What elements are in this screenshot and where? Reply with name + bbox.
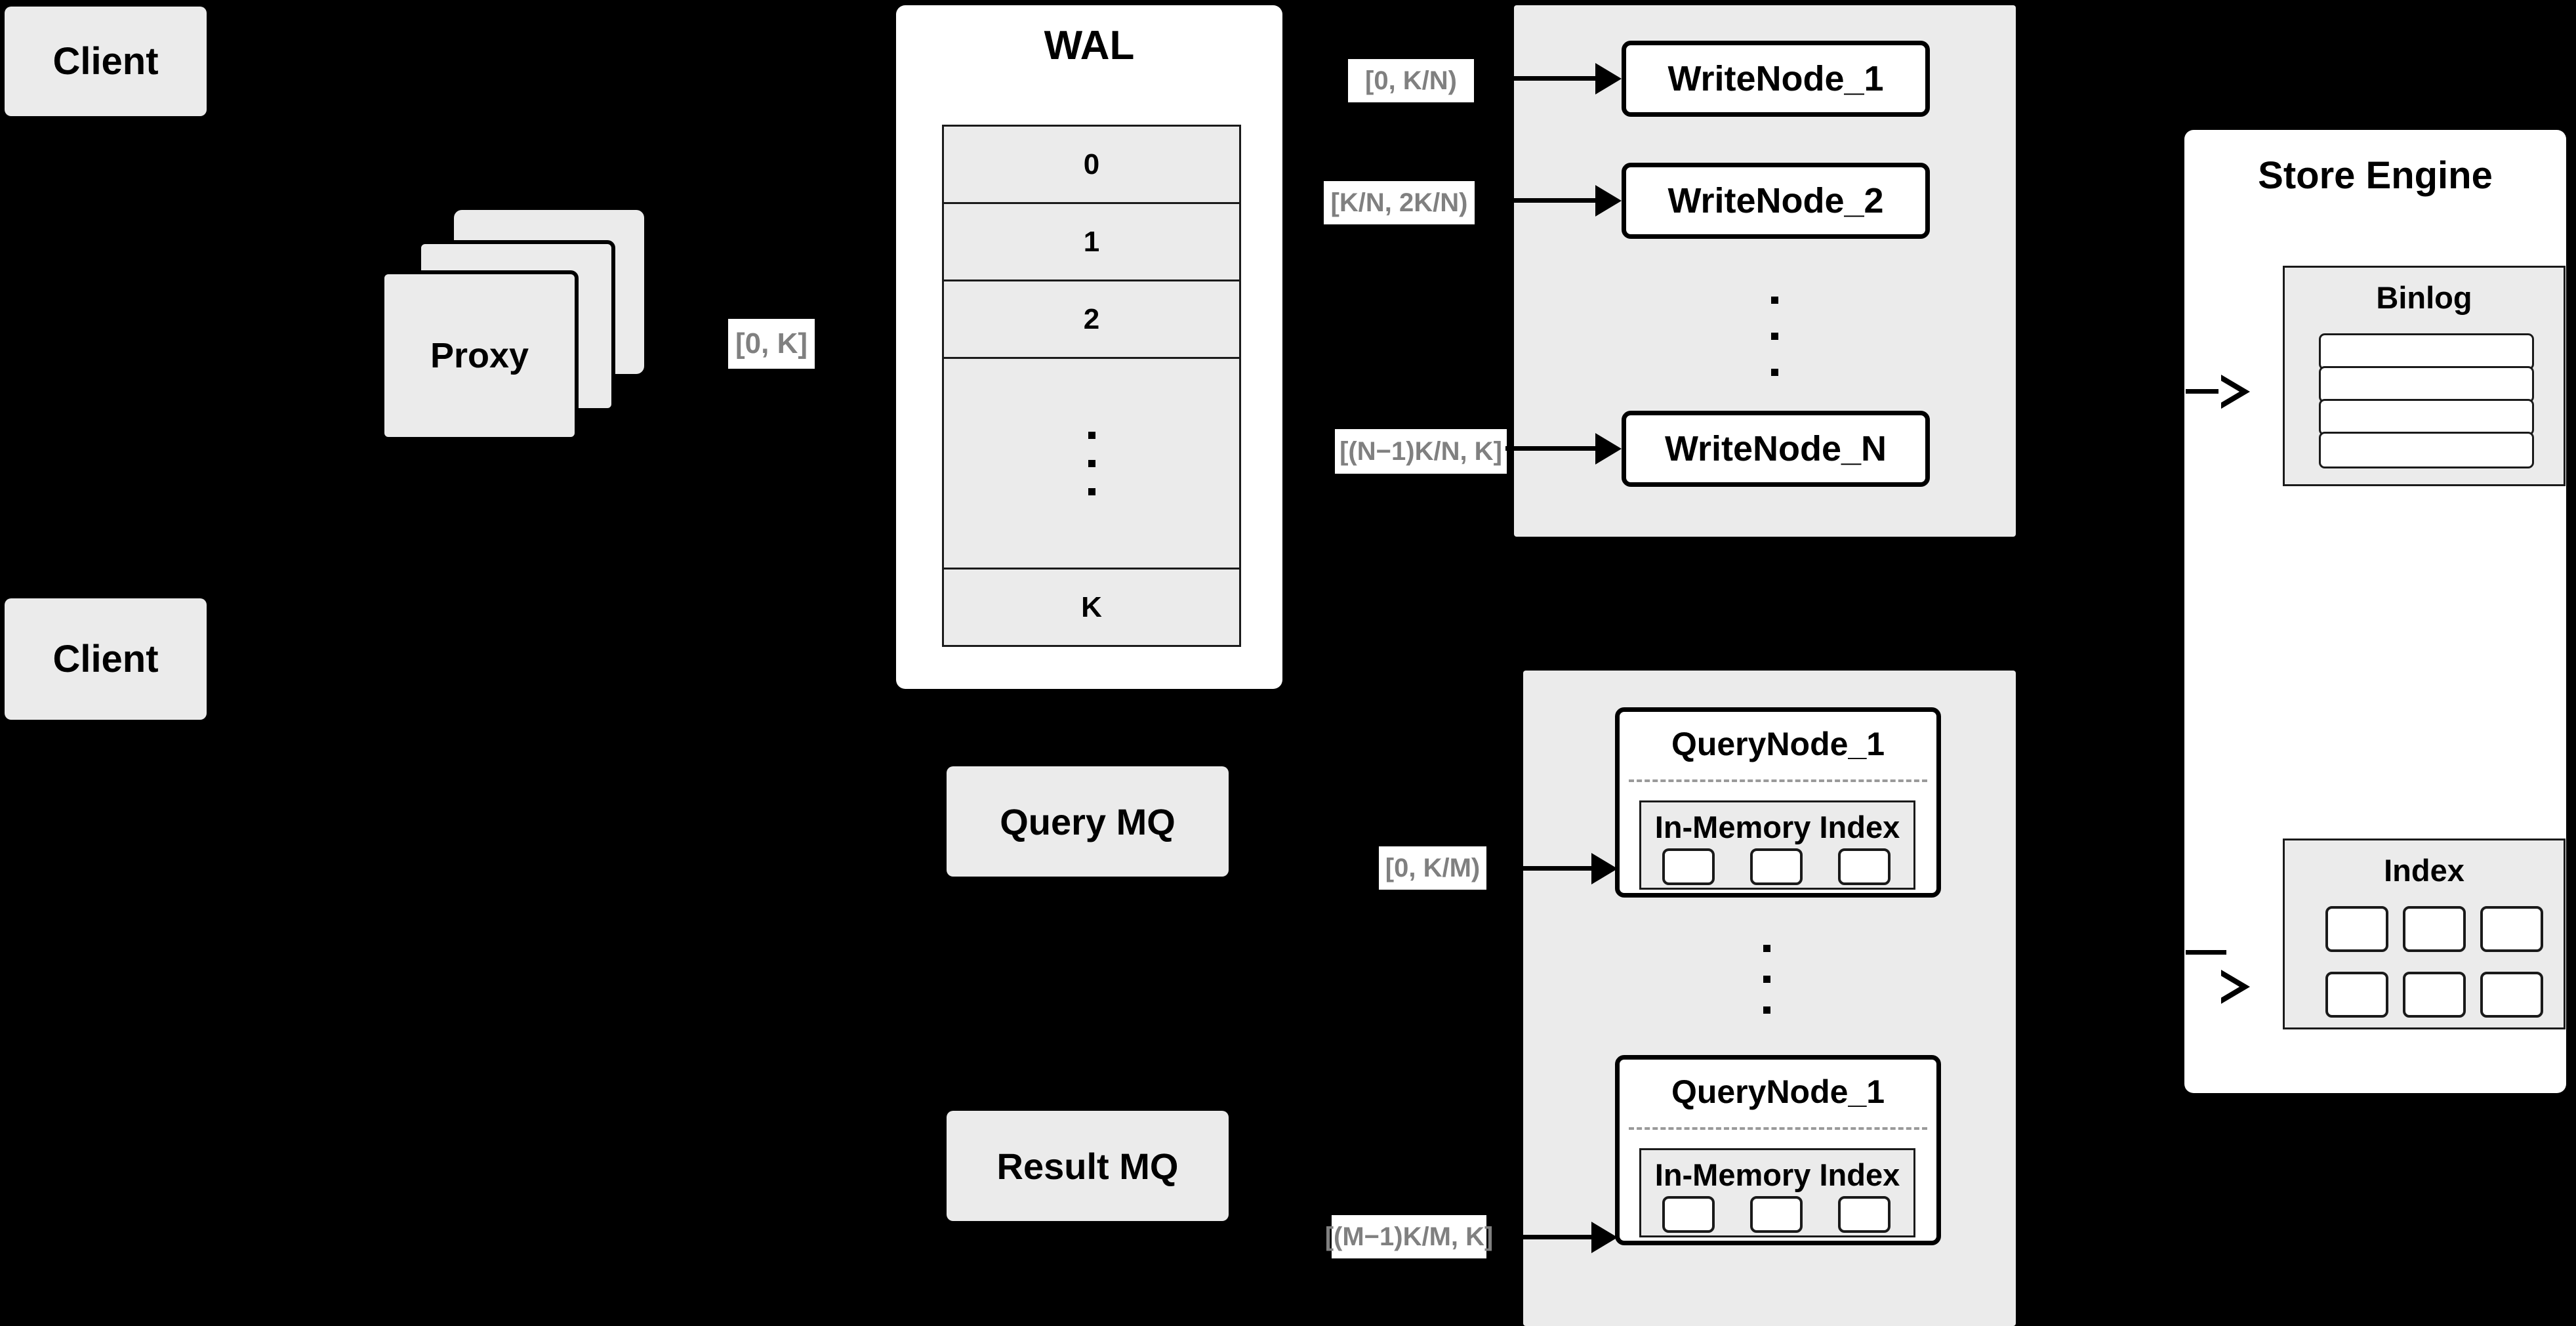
query-node-m-in-memory-index[interactable]: In-Memory Index xyxy=(1639,1148,1915,1237)
write-node-n[interactable]: WriteNode_N xyxy=(1622,411,1930,487)
wal-row[interactable]: K xyxy=(944,570,1239,645)
range-label-write-node-1-text: [0, K/N) xyxy=(1365,66,1457,95)
range-label-query-node-1-text: [0, K/M) xyxy=(1385,853,1481,882)
store-engine-title: Store Engine xyxy=(2258,154,2493,197)
range-label-query-node-m-text: [(M−1)K/M, K] xyxy=(1324,1222,1494,1251)
binlog-panel[interactable]: Binlog xyxy=(2283,266,2566,486)
query-node-m-separator xyxy=(1629,1127,1927,1130)
index-chip[interactable] xyxy=(2325,972,2388,1018)
index-chip[interactable] xyxy=(1662,848,1715,885)
range-label-proxy-to-wal-text: [0, K] xyxy=(735,327,808,360)
write-node-1[interactable]: WriteNode_1 xyxy=(1622,41,1930,117)
wal-row-label: K xyxy=(1081,590,1102,623)
result-mq-node[interactable]: Result MQ xyxy=(947,1111,1229,1221)
range-label-proxy-to-wal: [0, K] xyxy=(728,319,815,369)
query-node-1-in-memory-index-title: In-Memory Index xyxy=(1654,810,1900,844)
write-node-1-label: WriteNode_1 xyxy=(1667,59,1884,98)
arrow-head-to-query-node-m xyxy=(1591,1222,1618,1253)
client-node-2[interactable]: Client xyxy=(5,598,207,720)
arrow-head-to-binlog-icon xyxy=(2218,375,2250,409)
proxy-front-card[interactable]: Proxy xyxy=(380,270,579,441)
arrow-head-to-write-node-2 xyxy=(1595,185,1622,217)
binlog-title: Binlog xyxy=(2376,280,2472,315)
proxy-label: Proxy xyxy=(430,336,529,375)
index-panel[interactable]: Index xyxy=(2283,839,2566,1029)
index-chip[interactable] xyxy=(2480,972,2543,1018)
query-cluster-vertical-ellipsis-icon xyxy=(1763,933,1770,1026)
query-mq-label: Query MQ xyxy=(1000,800,1176,842)
binlog-segment[interactable] xyxy=(2319,366,2534,403)
index-chip[interactable] xyxy=(1662,1196,1715,1233)
wal-row-label: 0 xyxy=(1083,148,1100,180)
query-node-1-separator xyxy=(1629,779,1927,782)
range-label-write-node-2: [K/N, 2K/N) xyxy=(1324,181,1475,224)
range-label-write-node-1: [0, K/N) xyxy=(1348,59,1474,102)
wal-row[interactable]: 2 xyxy=(944,281,1239,359)
wal-row[interactable]: 1 xyxy=(944,204,1239,281)
wal-log-table: 0 1 2 K xyxy=(942,125,1241,647)
index-chip[interactable] xyxy=(1750,848,1803,885)
wal-row-label: 1 xyxy=(1083,225,1100,258)
write-node-2[interactable]: WriteNode_2 xyxy=(1622,163,1930,239)
wal-row[interactable]: 0 xyxy=(944,127,1239,204)
client-node-1[interactable]: Client xyxy=(5,7,207,116)
query-node-m[interactable]: QueryNode_1 In-Memory Index xyxy=(1615,1055,1941,1245)
wal-row-label: 2 xyxy=(1083,302,1100,335)
query-mq-node[interactable]: Query MQ xyxy=(947,766,1229,877)
query-node-1[interactable]: QueryNode_1 In-Memory Index xyxy=(1615,707,1941,898)
client-node-2-label: Client xyxy=(52,638,159,680)
arrow-head-to-write-node-1 xyxy=(1595,63,1622,94)
store-engine-panel[interactable]: Store Engine Binlog Index xyxy=(2184,130,2566,1093)
index-title: Index xyxy=(2384,853,2464,888)
index-chip[interactable] xyxy=(2403,972,2466,1018)
index-chip[interactable] xyxy=(2403,906,2466,952)
index-chip[interactable] xyxy=(1750,1196,1803,1233)
wal-panel[interactable]: WAL 0 1 2 K xyxy=(896,5,1282,689)
arrow-to-index xyxy=(2186,950,2226,955)
result-mq-label: Result MQ xyxy=(996,1145,1179,1187)
binlog-segment[interactable] xyxy=(2319,399,2534,436)
query-node-1-label: QueryNode_1 xyxy=(1671,726,1885,762)
proxy-stack[interactable]: Proxy xyxy=(380,210,656,441)
range-label-write-node-n: [(N−1)K/N, K] xyxy=(1335,429,1507,474)
query-node-m-label: QueryNode_1 xyxy=(1671,1073,1885,1110)
range-label-query-node-1: [0, K/M) xyxy=(1379,846,1486,890)
index-chip[interactable] xyxy=(2325,906,2388,952)
range-label-query-node-m: [(M−1)K/M, K] xyxy=(1325,1215,1493,1258)
binlog-segment[interactable] xyxy=(2319,432,2534,468)
write-node-2-label: WriteNode_2 xyxy=(1667,181,1884,220)
arrow-to-write-node-2 xyxy=(1505,198,1601,203)
arrow-to-binlog xyxy=(2186,389,2226,394)
arrow-to-query-node-m xyxy=(1505,1235,1597,1239)
wal-title: WAL xyxy=(1044,23,1135,68)
write-node-n-label: WriteNode_N xyxy=(1664,429,1887,468)
arrow-head-to-write-node-n xyxy=(1595,433,1622,465)
query-node-1-in-memory-index[interactable]: In-Memory Index xyxy=(1639,800,1915,890)
arrow-to-write-node-1 xyxy=(1505,76,1601,81)
range-label-write-node-n-text: [(N−1)K/N, K] xyxy=(1339,436,1502,466)
index-chip[interactable] xyxy=(2480,906,2543,952)
arrow-to-write-node-n xyxy=(1505,446,1601,451)
index-chip[interactable] xyxy=(1838,1196,1891,1233)
wal-vertical-ellipsis-icon xyxy=(1088,421,1095,506)
index-chip[interactable] xyxy=(1838,848,1891,885)
arrow-head-to-query-node-1 xyxy=(1591,853,1618,884)
arrow-to-query-node-1 xyxy=(1505,866,1597,871)
arrow-head-to-index-icon xyxy=(2218,970,2250,1004)
wal-row-ellipsis xyxy=(944,359,1239,570)
client-node-1-label: Client xyxy=(52,40,159,83)
write-cluster-vertical-ellipsis-icon xyxy=(1771,282,1778,390)
range-label-write-node-2-text: [K/N, 2K/N) xyxy=(1330,188,1468,217)
query-node-m-in-memory-index-title: In-Memory Index xyxy=(1654,1157,1900,1192)
binlog-segment[interactable] xyxy=(2319,333,2534,370)
